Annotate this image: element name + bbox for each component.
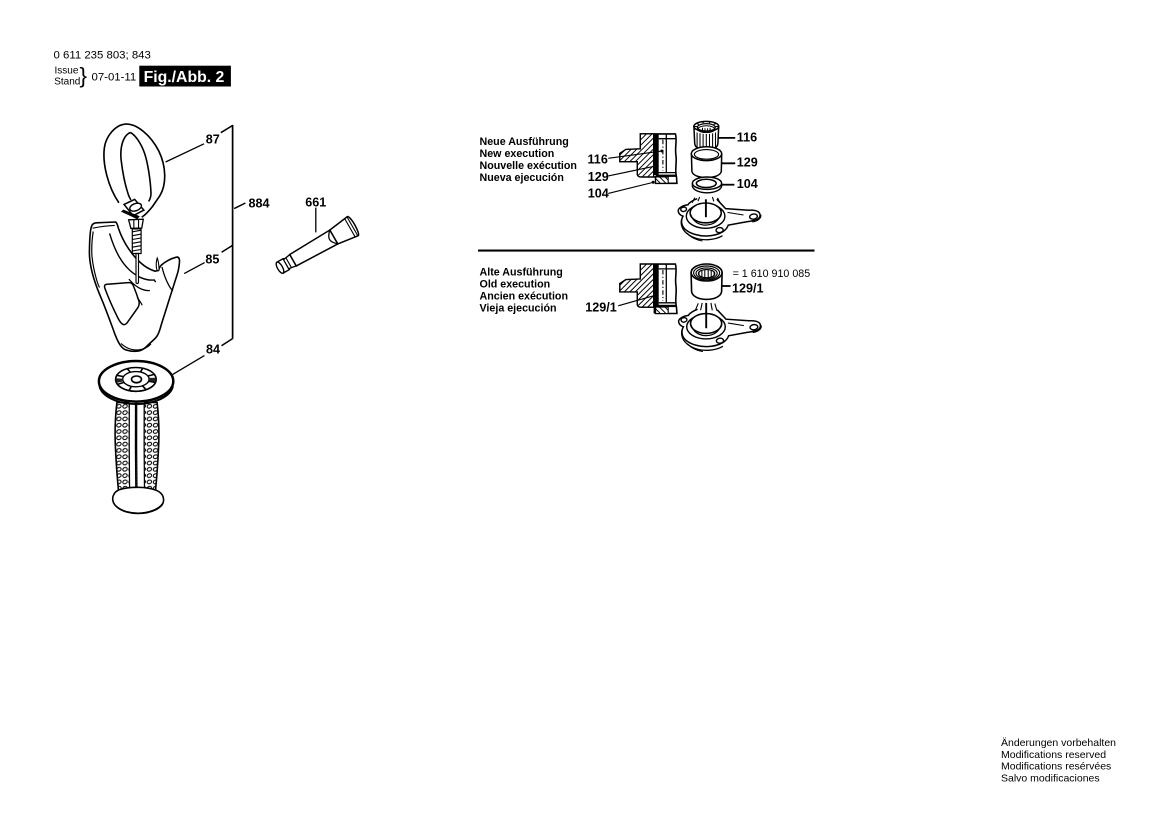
- svg-text:Nueva ejecución: Nueva ejecución: [480, 172, 564, 184]
- svg-text:= 1 610 910 085: = 1 610 910 085: [733, 268, 811, 280]
- svg-text:84: 84: [206, 343, 220, 357]
- svg-text:Nouvelle exécution: Nouvelle exécution: [480, 160, 577, 172]
- svg-text:104: 104: [588, 187, 609, 201]
- svg-text:Old execution: Old execution: [480, 278, 551, 290]
- svg-text:87: 87: [206, 133, 220, 147]
- svg-text:}: }: [80, 63, 88, 88]
- svg-text:884: 884: [249, 196, 270, 210]
- svg-text:85: 85: [205, 252, 219, 266]
- svg-text:0 611 235 803; 843: 0 611 235 803; 843: [54, 50, 151, 62]
- svg-text:104: 104: [737, 177, 758, 191]
- svg-text:Modifications resérvées: Modifications resérvées: [1001, 761, 1111, 773]
- svg-text:Salvo modificaciones: Salvo modificaciones: [1001, 772, 1100, 784]
- svg-text:129/1: 129/1: [585, 301, 617, 315]
- svg-text:116: 116: [737, 130, 757, 144]
- svg-text:Neue Ausführung: Neue Ausführung: [480, 136, 569, 148]
- svg-text:Änderungen vorbehalten: Änderungen vorbehalten: [1001, 737, 1116, 749]
- svg-text:Issue: Issue: [55, 65, 79, 76]
- svg-text:129: 129: [588, 170, 609, 184]
- svg-text:Ancien exécution: Ancien exécution: [480, 291, 569, 303]
- svg-text:Modifications reserved: Modifications reserved: [1001, 749, 1106, 761]
- svg-text:Stand: Stand: [54, 76, 80, 87]
- svg-text:129: 129: [737, 156, 758, 170]
- svg-text:Vieja ejecución: Vieja ejecución: [480, 303, 557, 315]
- svg-text:Alte Ausführung: Alte Ausführung: [480, 266, 563, 278]
- svg-text:07-01-11: 07-01-11: [92, 72, 137, 84]
- svg-text:116: 116: [588, 153, 608, 167]
- svg-text:661: 661: [305, 195, 326, 209]
- svg-text:Fig./Abb. 2: Fig./Abb. 2: [144, 69, 225, 86]
- svg-text:129/1: 129/1: [732, 282, 764, 296]
- svg-text:New execution: New execution: [480, 148, 555, 160]
